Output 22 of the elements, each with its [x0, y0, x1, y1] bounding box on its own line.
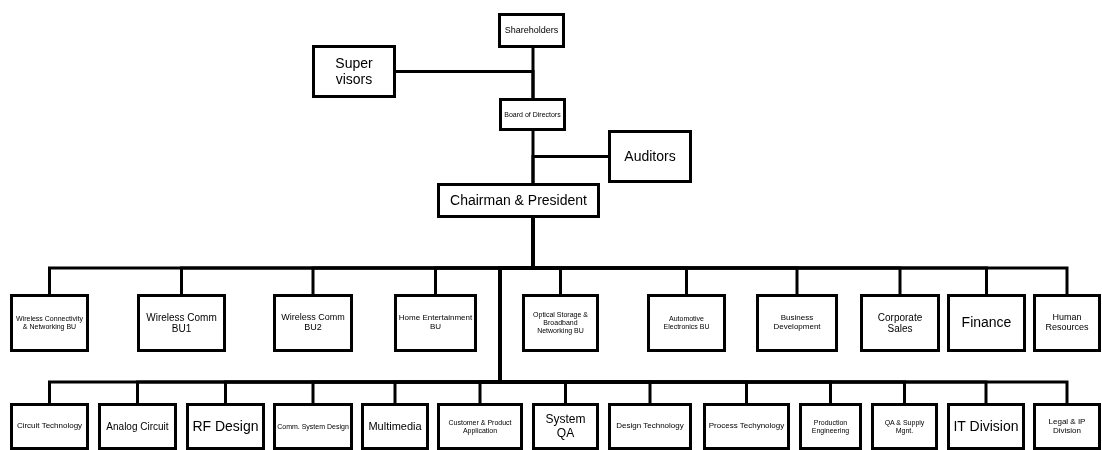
org-box: Shareholders	[498, 13, 565, 48]
org-box: Super visors	[312, 45, 396, 98]
org-box: System QA	[532, 403, 599, 450]
org-box: Auditors	[608, 130, 692, 183]
org-box: IT Division	[947, 403, 1025, 450]
org-box: Corporate Sales	[860, 294, 940, 352]
org-box: Process Techynology	[703, 403, 790, 450]
connector-line	[396, 70, 535, 98]
org-box: Business Development	[756, 294, 838, 352]
org-box: Multimedia	[361, 403, 429, 450]
org-box: Wireless Comm BU1	[137, 294, 226, 352]
org-box: Chairman & President	[437, 183, 600, 218]
org-box: Human Resources	[1033, 294, 1101, 352]
org-box: Circuit Technology	[10, 403, 89, 450]
org-box: Home Entertainment BU	[394, 294, 477, 352]
org-box: Finance	[947, 294, 1026, 352]
org-box: RF Design	[186, 403, 265, 450]
connector-line	[531, 155, 608, 183]
org-box: Design Technology	[608, 403, 692, 450]
org-box: Analog Circuit	[98, 403, 177, 450]
org-box: Wireless Comm BU2	[273, 294, 353, 352]
org-box: Legal & IP Division	[1033, 403, 1101, 450]
